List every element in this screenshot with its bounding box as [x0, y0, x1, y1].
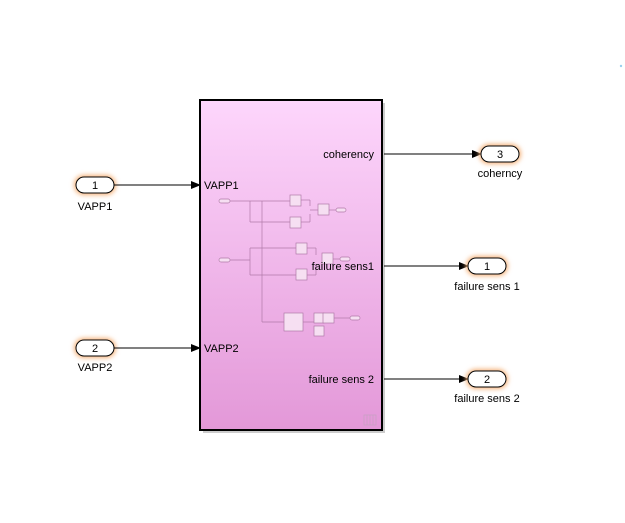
outport-3-shape[interactable] — [480, 145, 520, 163]
outport-2-shape[interactable] — [467, 370, 507, 388]
subsystem-input-label-vapp2: VAPP2 — [204, 343, 239, 355]
outport-3[interactable]: 3 coherncy — [478, 144, 523, 180]
subsystem-body[interactable] — [199, 99, 383, 431]
inport-1[interactable]: 1 VAPP1 — [74, 175, 116, 213]
outport-2-label: failure sens 2 — [454, 393, 519, 405]
subsystem-output-label-coherency: coherency — [323, 149, 374, 161]
outport-1-label: failure sens 1 — [454, 281, 519, 293]
inport-1-label: VAPP1 — [78, 201, 113, 213]
inport-2[interactable]: 2 VAPP2 — [74, 338, 116, 374]
outport-3-label: coherncy — [478, 168, 523, 180]
outport-1-shape[interactable] — [467, 257, 507, 275]
outport-1[interactable]: 1 failure sens 1 — [454, 256, 520, 293]
subsystem-block[interactable]: VAPP1 VAPP2 coherency failure sens1 fail… — [199, 99, 385, 433]
subsystem-input-label-vapp1: VAPP1 — [204, 180, 239, 192]
outport-2-number: 2 — [484, 374, 490, 386]
inport-1-number: 1 — [92, 180, 98, 192]
outport-1-number: 1 — [484, 261, 490, 273]
inport-2-number: 2 — [92, 343, 98, 355]
outport-3-number: 3 — [497, 149, 503, 161]
subsystem-badge-icon — [363, 414, 377, 426]
inport-2-label: VAPP2 — [78, 362, 113, 374]
subsystem-output-label-failure-sens1: failure sens1 — [312, 261, 374, 273]
subsystem-output-label-failure-sens2: failure sens 2 — [309, 374, 374, 386]
subsystem-preview — [218, 194, 361, 337]
outport-2[interactable]: 2 failure sens 2 — [454, 369, 520, 405]
canvas-dot — [619, 64, 623, 68]
